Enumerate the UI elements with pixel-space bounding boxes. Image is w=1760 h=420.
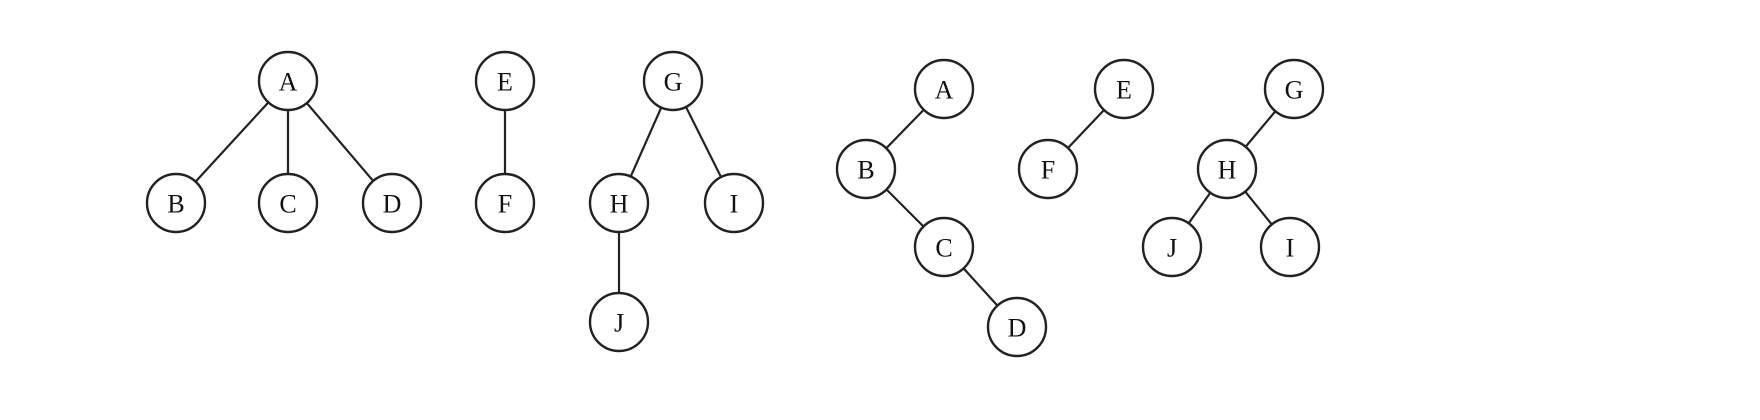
- binary-tree-edge-B-C: [885, 188, 925, 228]
- forest-edge-A-D: [305, 102, 375, 182]
- binary-tree-node-C: C: [913, 216, 975, 278]
- node-label: F: [1041, 156, 1055, 185]
- node-circle: [474, 50, 536, 112]
- node-circle: [1196, 138, 1258, 200]
- node-circle: [1259, 216, 1321, 278]
- binary-tree-edge-E-F: [1067, 109, 1105, 149]
- forest-node-G: G: [642, 50, 704, 112]
- binary-tree-node-B: B: [835, 138, 897, 200]
- node-circle: [474, 172, 536, 234]
- binary-tree-node-G: G: [1263, 58, 1325, 120]
- node-circle: [257, 172, 319, 234]
- node-label: B: [167, 190, 184, 219]
- node-label: F: [498, 190, 512, 219]
- node-label: I: [730, 190, 739, 219]
- node-label: H: [1218, 156, 1237, 185]
- node-label: A: [935, 76, 954, 105]
- node-label: J: [614, 309, 624, 338]
- edges-layer: [194, 101, 1277, 307]
- node-circle: [642, 50, 704, 112]
- forest-node-C: C: [257, 172, 319, 234]
- node-label: I: [1286, 234, 1295, 263]
- node-label: C: [279, 190, 296, 219]
- node-circle: [913, 58, 975, 120]
- binary-tree-node-H: H: [1196, 138, 1258, 200]
- forest-node-E: E: [474, 50, 536, 112]
- binary-tree-edge-G-H: [1244, 110, 1277, 148]
- node-label: A: [279, 68, 298, 97]
- node-circle: [361, 172, 423, 234]
- forest-node-B: B: [145, 172, 207, 234]
- binary-tree-node-E: E: [1093, 58, 1155, 120]
- node-label: E: [1116, 76, 1132, 105]
- node-label: G: [664, 68, 683, 97]
- binary-tree-node-D: D: [986, 296, 1048, 358]
- binary-tree-edge-H-J: [1187, 192, 1212, 224]
- forest-edge-G-I: [684, 106, 723, 178]
- node-label: D: [383, 190, 402, 219]
- forest-node-A: A: [257, 50, 319, 112]
- binary-tree-edge-H-I: [1244, 190, 1273, 226]
- node-circle: [986, 296, 1048, 358]
- forest-node-F: F: [474, 172, 536, 234]
- node-circle: [588, 291, 650, 353]
- node-circle: [1263, 58, 1325, 120]
- node-circle: [913, 216, 975, 278]
- node-label: B: [857, 156, 874, 185]
- binary-tree-node-A: A: [913, 58, 975, 120]
- binary-tree-node-I: I: [1259, 216, 1321, 278]
- node-circle: [145, 172, 207, 234]
- node-circle: [257, 50, 319, 112]
- node-label: D: [1008, 314, 1027, 343]
- binary-tree-node-J: J: [1141, 216, 1203, 278]
- binary-tree-edge-A-B: [885, 108, 925, 150]
- forest-edge-G-H: [629, 107, 663, 177]
- node-label: E: [497, 68, 513, 97]
- node-label: J: [1167, 234, 1177, 263]
- binary-tree-node-F: F: [1017, 138, 1079, 200]
- node-circle: [1093, 58, 1155, 120]
- node-circle: [1017, 138, 1079, 200]
- node-label: C: [935, 234, 952, 263]
- forest-node-I: I: [703, 172, 765, 234]
- forest-node-D: D: [361, 172, 423, 234]
- node-circle: [1141, 216, 1203, 278]
- forest-edge-A-B: [194, 101, 270, 183]
- forest-node-J: J: [588, 291, 650, 353]
- node-circle: [835, 138, 897, 200]
- binary-tree-edge-C-D: [962, 267, 999, 307]
- node-label: G: [1285, 76, 1304, 105]
- nodes-layer: A B C D E F G H I J A B C D E F G H J I: [145, 50, 1325, 358]
- forest-node-H: H: [588, 172, 650, 234]
- node-circle: [588, 172, 650, 234]
- node-label: H: [610, 190, 629, 219]
- node-circle: [703, 172, 765, 234]
